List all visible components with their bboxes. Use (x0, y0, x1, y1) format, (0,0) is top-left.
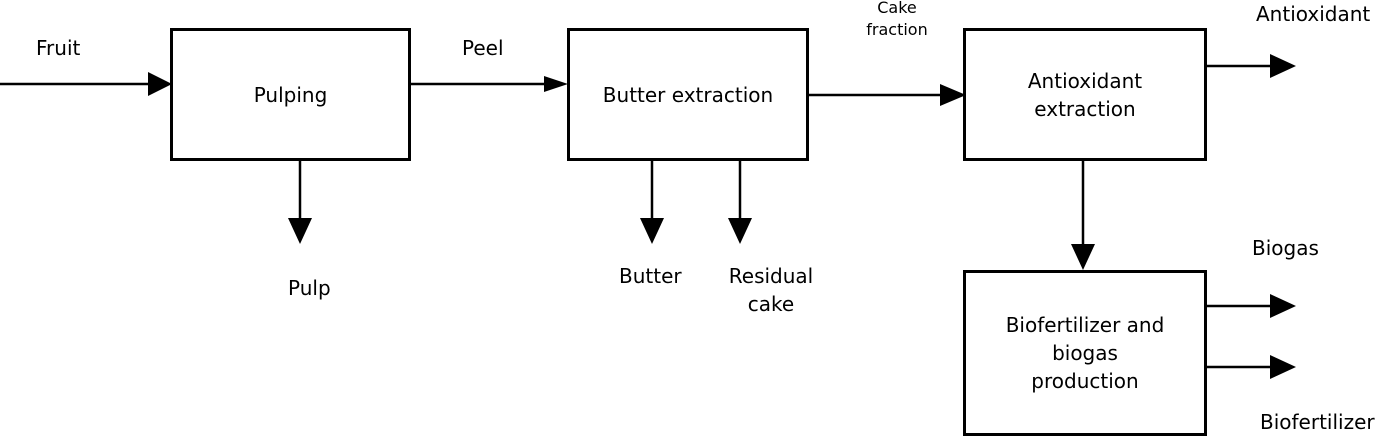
biofertilizer-text: Biofertilizer (1260, 410, 1375, 434)
flow-label-biofertilizer: Biofertilizer (1260, 408, 1375, 436)
arrowhead-pulp (288, 218, 312, 244)
flow-label-fruit: Fruit (36, 34, 80, 62)
arrowhead-cake-fraction (940, 84, 966, 106)
flow-label-antioxidant: Antioxidant (1256, 0, 1370, 28)
flow-label-residual-cake: Residual cake (722, 262, 820, 318)
antioxidant-extraction-box: Antioxidant extraction (963, 28, 1207, 161)
antioxidant-extraction-label-line2: extraction (1034, 96, 1136, 121)
arrowhead-butter (640, 218, 664, 244)
biofertilizer-biogas-label-line2: biogas (1052, 341, 1118, 365)
flow-label-peel: Peel (462, 34, 504, 62)
arrowhead-peel (544, 76, 568, 92)
biofertilizer-biogas-label-line1: Biofertilizer and (1005, 313, 1165, 337)
flow-label-cake-fraction: Cake fraction (858, 0, 936, 41)
butter-text: Butter (619, 264, 682, 288)
biofertilizer-biogas-production-box: Biofertilizer and biogas production (963, 270, 1207, 436)
antioxidant-text: Antioxidant (1256, 2, 1371, 26)
arrowhead-biogas (1270, 294, 1296, 318)
flow-label-pulp: Pulp (288, 274, 331, 302)
pulping-box: Pulping (170, 28, 411, 161)
butter-extraction-box: Butter extraction (567, 28, 809, 161)
arrowhead-antioxidant (1270, 54, 1296, 78)
butter-extraction-label: Butter extraction (602, 82, 774, 107)
residual-cake-text-line1: Residual (728, 264, 814, 288)
biogas-text: Biogas (1252, 236, 1319, 260)
arrowhead-fruit (148, 72, 172, 96)
arrowhead-residual-cake (728, 218, 752, 244)
pulping-label: Pulping (253, 82, 328, 107)
peel-text: Peel (462, 36, 504, 60)
pulp-text: Pulp (288, 276, 331, 300)
flow-label-butter: Butter (619, 262, 682, 290)
flow-label-biogas: Biogas (1252, 234, 1319, 262)
fruit-text: Fruit (36, 36, 81, 60)
cake-fraction-text-line1: Cake (877, 0, 917, 17)
arrowhead-to-biofertilizer (1071, 244, 1095, 270)
arrowhead-biofertilizer (1270, 355, 1296, 379)
biofertilizer-biogas-label-line3: production (1031, 369, 1139, 393)
cake-fraction-text-line2: fraction (866, 20, 928, 39)
antioxidant-extraction-label-line1: Antioxidant (1027, 68, 1143, 93)
residual-cake-text-line2: cake (747, 292, 795, 316)
